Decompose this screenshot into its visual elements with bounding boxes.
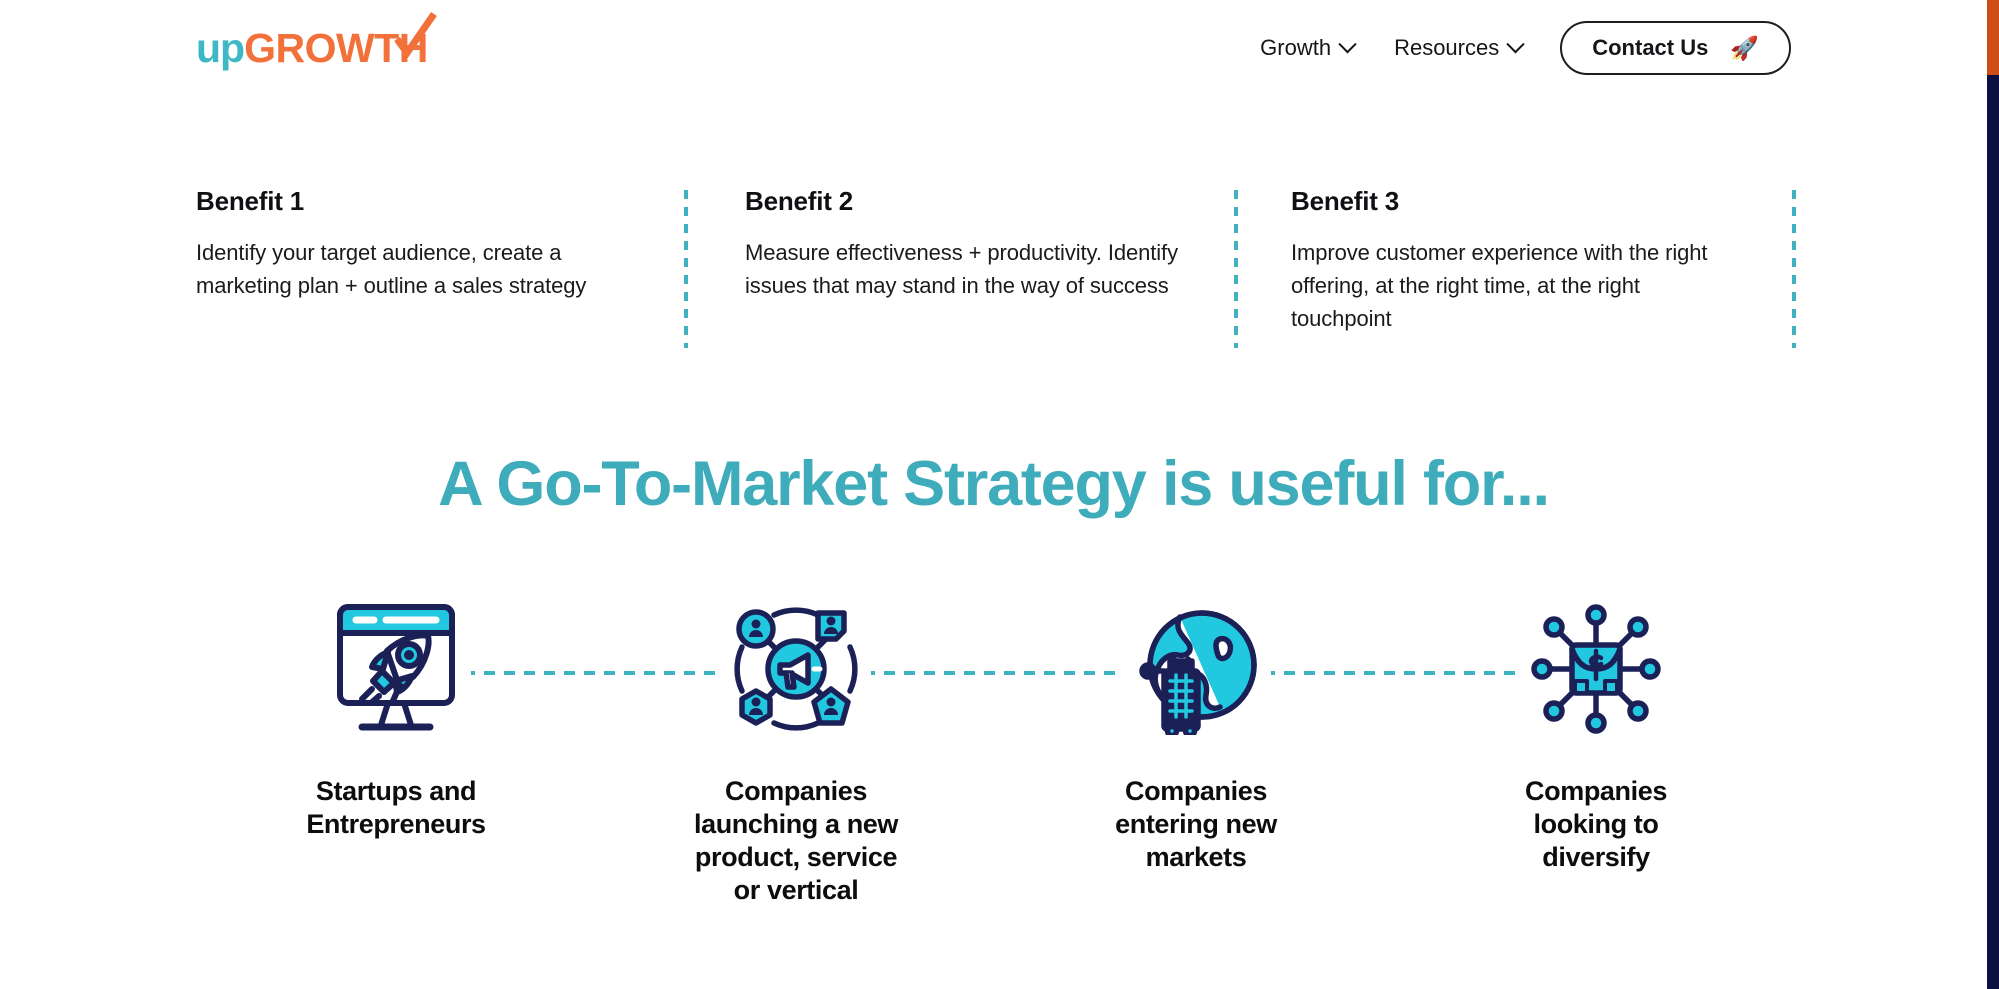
benefit-divider — [684, 190, 688, 348]
globe-cart-icon — [1121, 605, 1271, 735]
useful-for-item-1: Startups and Entrepreneurs — [196, 604, 729, 907]
useful-for-label: Companies looking to diversify — [1525, 776, 1667, 872]
nav-item-growth[interactable]: Growth — [1240, 27, 1374, 69]
benefit-text: Improve customer experience with the rig… — [1291, 240, 1708, 331]
useful-for-label: Companies launching a new product, servi… — [693, 776, 899, 905]
benefit-text: Identify your target audience, create a … — [196, 240, 587, 298]
useful-for-item-3: Companies entering new markets — [996, 605, 1529, 907]
benefit-divider — [1234, 190, 1238, 348]
benefit-title: Benefit 3 — [1291, 186, 1400, 216]
vertical-scrollbar-track[interactable] — [1987, 0, 1999, 989]
benefit-card-2: Benefit 2 Measure effectiveness + produc… — [688, 186, 1238, 348]
main-navigation: Growth Resources Contact Us 🚀 — [1240, 21, 1791, 75]
chevron-down-icon — [1338, 34, 1357, 53]
briefcase-dollar-network-icon — [1521, 604, 1671, 734]
benefit-text: Measure effectiveness + productivity. Id… — [745, 240, 1178, 298]
rocket-icon: 🚀 — [1730, 34, 1759, 61]
contact-us-button[interactable]: Contact Us 🚀 — [1560, 21, 1791, 75]
useful-for-item-4: Companies looking to diversify — [1396, 604, 1796, 907]
nav-item-resources-label: Resources — [1394, 35, 1500, 60]
vertical-scrollbar-thumb[interactable] — [1987, 0, 1999, 75]
logo-text-growth: GROWTH — [244, 24, 428, 71]
dashed-connector — [464, 671, 729, 675]
dashed-connector — [1264, 671, 1529, 675]
benefit-title: Benefit 1 — [196, 186, 305, 216]
useful-for-row: Startups and Entrepreneurs — [196, 604, 1796, 907]
chevron-down-icon — [1506, 34, 1525, 53]
useful-for-item-2: Companies launching a new product, servi… — [596, 605, 1129, 907]
logo-text-up: up — [196, 24, 245, 71]
benefits-row: Benefit 1 Identify your target audience,… — [196, 186, 1796, 348]
contact-us-label: Contact Us — [1592, 35, 1709, 60]
benefit-card-3: Benefit 3 Improve customer experience wi… — [1238, 186, 1796, 348]
section-heading: A Go-To-Market Strategy is useful for... — [438, 449, 1550, 519]
useful-for-label: Startups and Entrepreneurs — [306, 776, 486, 839]
nav-item-growth-label: Growth — [1260, 35, 1332, 60]
benefit-divider — [1792, 190, 1796, 348]
benefit-title: Benefit 2 — [745, 186, 854, 216]
nav-item-resources[interactable]: Resources — [1374, 27, 1542, 69]
site-header: up GROWTH Growth Resources Contact Us 🚀 — [0, 0, 1987, 96]
dashed-connector — [864, 671, 1129, 675]
benefit-card-1: Benefit 1 Identify your target audience,… — [196, 186, 688, 348]
useful-for-label: Companies entering new markets — [1115, 776, 1277, 872]
megaphone-network-icon — [721, 605, 871, 733]
site-logo[interactable]: up GROWTH — [196, 11, 437, 72]
monitor-rocket-icon — [321, 604, 471, 733]
